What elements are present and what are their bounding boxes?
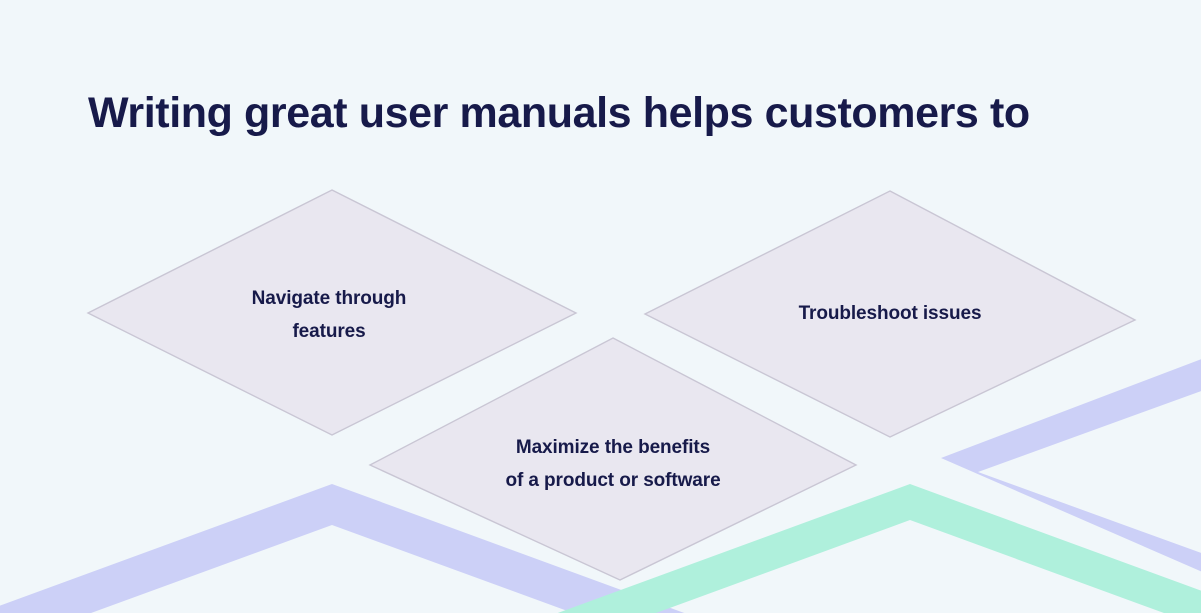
page-title: Writing great user manuals helps custome… [88,89,1030,137]
diamond-navigate[interactable] [86,189,578,436]
diamond-label-navigate: Navigate through features [251,288,407,342]
diamond-label-troubleshoot: Troubleshoot issues [798,303,982,324]
diamond-label-maximize: Maximize the benefits of a product or so… [505,437,721,491]
